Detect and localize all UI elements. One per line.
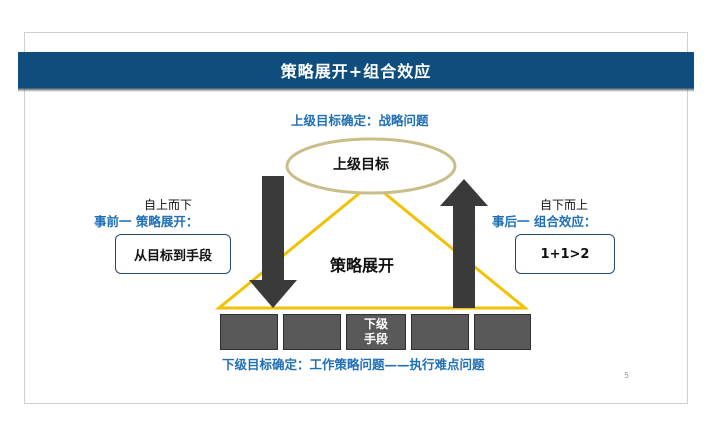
left-phase-label: 事前一 策略展开： [94, 214, 199, 229]
middle-block-line-1: 下级 [363, 317, 388, 331]
slide-title: 策略展开+组合效应 [280, 62, 432, 81]
lower-means-block-center: 下级 手段 [346, 314, 406, 350]
lower-means-block-1 [220, 314, 278, 350]
top-goal-ellipse [285, 137, 457, 195]
right-result-box: 1+1>2 [515, 234, 615, 274]
up-arrow-icon [440, 179, 488, 308]
right-phase-label: 事后一 组合效应： [492, 214, 597, 229]
middle-block-line-2: 手段 [363, 332, 388, 346]
left-direction-label: 自上而下 [144, 198, 193, 212]
lower-means-block-4 [411, 314, 469, 350]
left-box-label: 从目标到手段 [133, 248, 212, 264]
page-number: 5 [624, 371, 630, 380]
lower-means-block-2 [283, 314, 341, 350]
top-goal-label: 上级目标 [333, 157, 389, 173]
right-direction-label: 自下而上 [540, 198, 589, 212]
banner-shadow [18, 88, 694, 92]
strategy-triangle [214, 181, 530, 310]
right-box-label: 1+1>2 [540, 246, 590, 262]
center-label: 策略展开 [330, 256, 395, 275]
lower-means-block-5 [474, 314, 531, 350]
top-goal-caption: 上级目标确定：战略问题 [291, 113, 429, 128]
bottom-caption: 下级目标确定：工作策略问题——执行难点问题 [222, 357, 485, 372]
down-arrow-icon [249, 176, 297, 308]
slide-title-banner: 策略展开+组合效应 [18, 52, 694, 88]
left-result-box: 从目标到手段 [115, 234, 231, 274]
